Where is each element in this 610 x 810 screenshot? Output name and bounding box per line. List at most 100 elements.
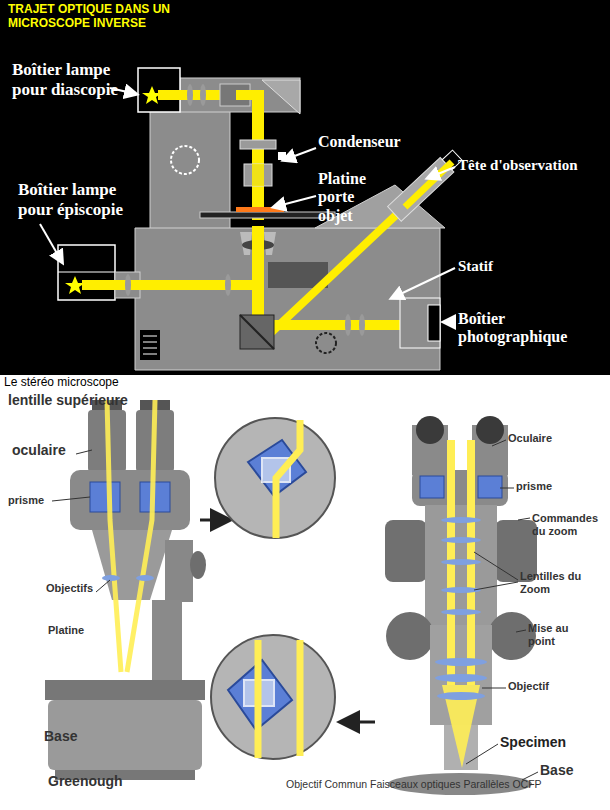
lens [200,84,206,106]
mirror-diagonal [240,315,274,349]
objective-lens [435,658,487,666]
microscope-body [135,228,440,370]
eye-lens [476,416,504,444]
zoom-arrow [200,519,228,522]
part-label: Tête d'observation [458,157,608,174]
objective-lens [437,692,485,700]
objective-lens [136,575,154,581]
leader-line [96,580,110,592]
zoom-lens [441,559,481,565]
light-beam [276,420,300,538]
part-label: Condenseur [318,133,448,151]
part-label: Greenough [48,773,198,789]
lens [345,314,351,336]
zoom-knob [385,520,427,582]
dark-background [0,0,610,375]
objective-lens [102,575,120,581]
prism-housing [412,470,508,506]
pointer-arrow [444,321,455,323]
part-label: lentille supérieure [8,392,208,408]
diagram-title: TRAJET OPTIQUE DANS UN MICROSCOPE INVERS… [8,3,183,31]
lamp-box-line [58,272,115,273]
prism-housing [70,470,190,530]
light-beam [252,164,264,186]
light-beam [405,162,452,207]
lens [187,84,193,106]
lens [359,314,365,336]
light-beam [252,95,264,220]
specimen-sample [236,207,284,212]
part-label: Objectif Commun Faisceaux optiques Paral… [286,778,610,790]
part-label: Platine [48,624,128,637]
eye-lens [416,416,444,444]
part-label: prisme [8,494,88,507]
leader-line [52,497,90,501]
photo-box [400,298,440,348]
light-beam [297,640,304,756]
part-label: Oculaire [508,432,598,445]
lens [125,274,131,296]
epi-lamp-box [58,245,115,300]
pointer-arrow [284,148,316,160]
leader-line [492,440,506,446]
part-label: Boîtier photographique [458,310,603,347]
mirror-prism [262,80,300,114]
pointer-arrow [40,224,62,262]
pointer-arrow [274,196,316,207]
vent-line [143,336,157,337]
observation-head [388,148,465,221]
vent-line [143,342,157,343]
zoom-lens [441,537,481,543]
light-beam [127,400,155,672]
leader-line [474,582,518,590]
part-label: Commandes du zoom [532,512,607,537]
pointer-arrow [428,167,455,178]
focus-knob [190,551,206,579]
part-label: Statif [458,258,538,275]
part-label: Specimen [500,734,600,750]
leader-line [500,488,514,489]
part-label: oculaire [12,442,112,458]
objective-body [92,530,172,600]
part-label: Lentilles du Zoom [520,570,600,595]
zoom-body [425,505,497,627]
condenser-part [240,140,276,149]
part-label: prisme [516,480,596,493]
part-label: Boîtier lampe pour épiscopie [18,180,148,219]
stand-pillar [152,600,182,680]
leader-line [516,630,526,632]
part-label: Base [540,762,600,778]
vent-line [143,348,157,349]
zoom-circle [215,418,335,538]
condenser-part [244,164,272,186]
part-label: Objectifs [46,582,126,595]
gear-wheel [316,333,336,353]
prism [420,476,444,498]
photo-back [428,305,440,341]
specimen-stage [200,212,335,218]
light-beam [107,400,121,672]
light-beam [255,640,262,758]
vent-line [143,354,157,355]
lens [225,274,231,296]
focus-block [165,540,193,602]
part-label: Objectif [508,680,598,693]
part-label: Platine porte objet [318,170,380,225]
microscope-pillar [150,105,230,230]
objective-lens [435,674,487,682]
zoom-circle [211,635,335,759]
zoom-lens [441,609,481,615]
light-beam [82,280,258,290]
pointer-arrow [392,268,455,298]
part-label: Boîtier lampe pour diascopie [12,60,132,99]
prism [90,482,120,512]
prism [478,476,502,498]
part-label: Mise au point [528,622,583,647]
light-beam [158,90,264,100]
leader-line [466,744,498,764]
part-label: Base [44,728,124,744]
stage-plate [45,680,205,700]
mirror-cube [240,315,274,349]
zoom-arrow [342,721,375,724]
